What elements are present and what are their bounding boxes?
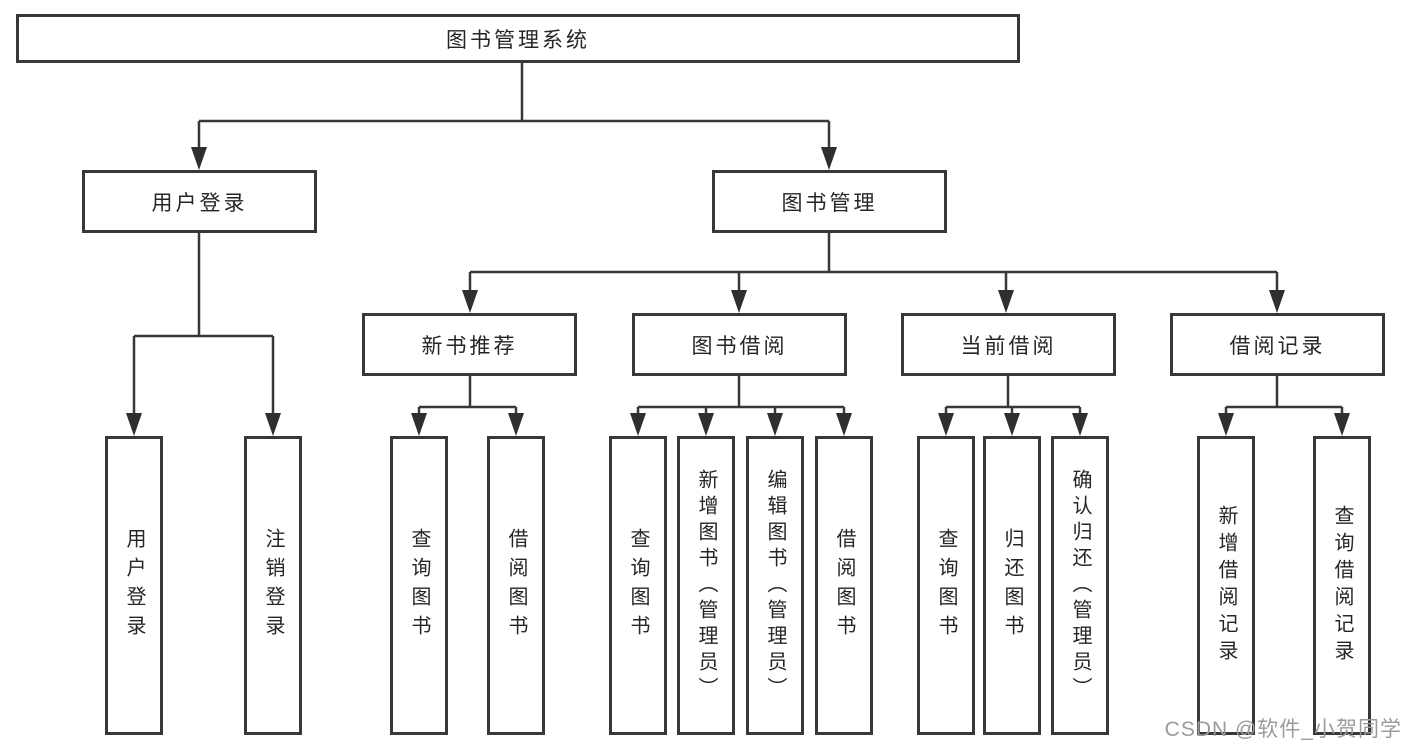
leaf-nbr-borrow-books-label: 借阅图书 [505, 527, 527, 644]
leaf-br-add-record: 新增借阅记录 [1197, 436, 1255, 735]
leaf-nbr-borrow-books: 借阅图书 [487, 436, 545, 735]
leaf-user-login-label: 用户登录 [123, 527, 145, 644]
node-root: 图书管理系统 [16, 14, 1020, 63]
node-new-book-recommend: 新书推荐 [362, 313, 577, 376]
leaf-logout: 注销登录 [244, 436, 302, 735]
node-current-borrowing-label: 当前借阅 [960, 334, 1057, 358]
leaf-cb-return-books-label: 归还图书 [1001, 527, 1023, 644]
node-new-book-recommend-label: 新书推荐 [421, 334, 518, 358]
leaf-cb-confirm-return-label: 确认归还（管理员） [1069, 468, 1091, 703]
node-current-borrowing: 当前借阅 [901, 313, 1116, 376]
node-root-label: 图书管理系统 [446, 28, 590, 52]
leaf-bb-query-books-label: 查询图书 [627, 527, 649, 644]
leaf-bb-add-books: 新增图书（管理员） [677, 436, 735, 735]
leaf-br-query-record: 查询借阅记录 [1313, 436, 1371, 735]
node-book-borrowing: 图书借阅 [632, 313, 847, 376]
node-book-management: 图书管理 [712, 170, 947, 233]
leaf-nbr-query-books: 查询图书 [390, 436, 448, 735]
leaf-cb-query-books-label: 查询图书 [935, 527, 957, 644]
node-user-login-label: 用户登录 [151, 191, 248, 215]
node-borrowing-records-label: 借阅记录 [1229, 334, 1326, 358]
node-book-borrowing-label: 图书借阅 [691, 334, 788, 358]
leaf-logout-label: 注销登录 [262, 527, 284, 644]
watermark: CSDN @软件_小贺同学 [1164, 718, 1402, 741]
node-book-management-label: 图书管理 [781, 191, 878, 215]
leaf-nbr-query-books-label: 查询图书 [408, 527, 430, 644]
leaf-user-login: 用户登录 [105, 436, 163, 735]
leaf-bb-add-books-label: 新增图书（管理员） [695, 468, 717, 703]
leaf-bb-borrow-books-label: 借阅图书 [833, 527, 855, 644]
leaf-bb-edit-books: 编辑图书（管理员） [746, 436, 804, 735]
leaf-br-query-record-label: 查询借阅记录 [1331, 504, 1353, 667]
leaf-cb-query-books: 查询图书 [917, 436, 975, 735]
leaf-cb-confirm-return: 确认归还（管理员） [1051, 436, 1109, 735]
leaf-bb-borrow-books: 借阅图书 [815, 436, 873, 735]
node-borrowing-records: 借阅记录 [1170, 313, 1385, 376]
leaf-bb-edit-books-label: 编辑图书（管理员） [764, 468, 786, 703]
leaf-br-add-record-label: 新增借阅记录 [1215, 504, 1237, 667]
leaf-cb-return-books: 归还图书 [983, 436, 1041, 735]
node-user-login: 用户登录 [82, 170, 317, 233]
leaf-bb-query-books: 查询图书 [609, 436, 667, 735]
